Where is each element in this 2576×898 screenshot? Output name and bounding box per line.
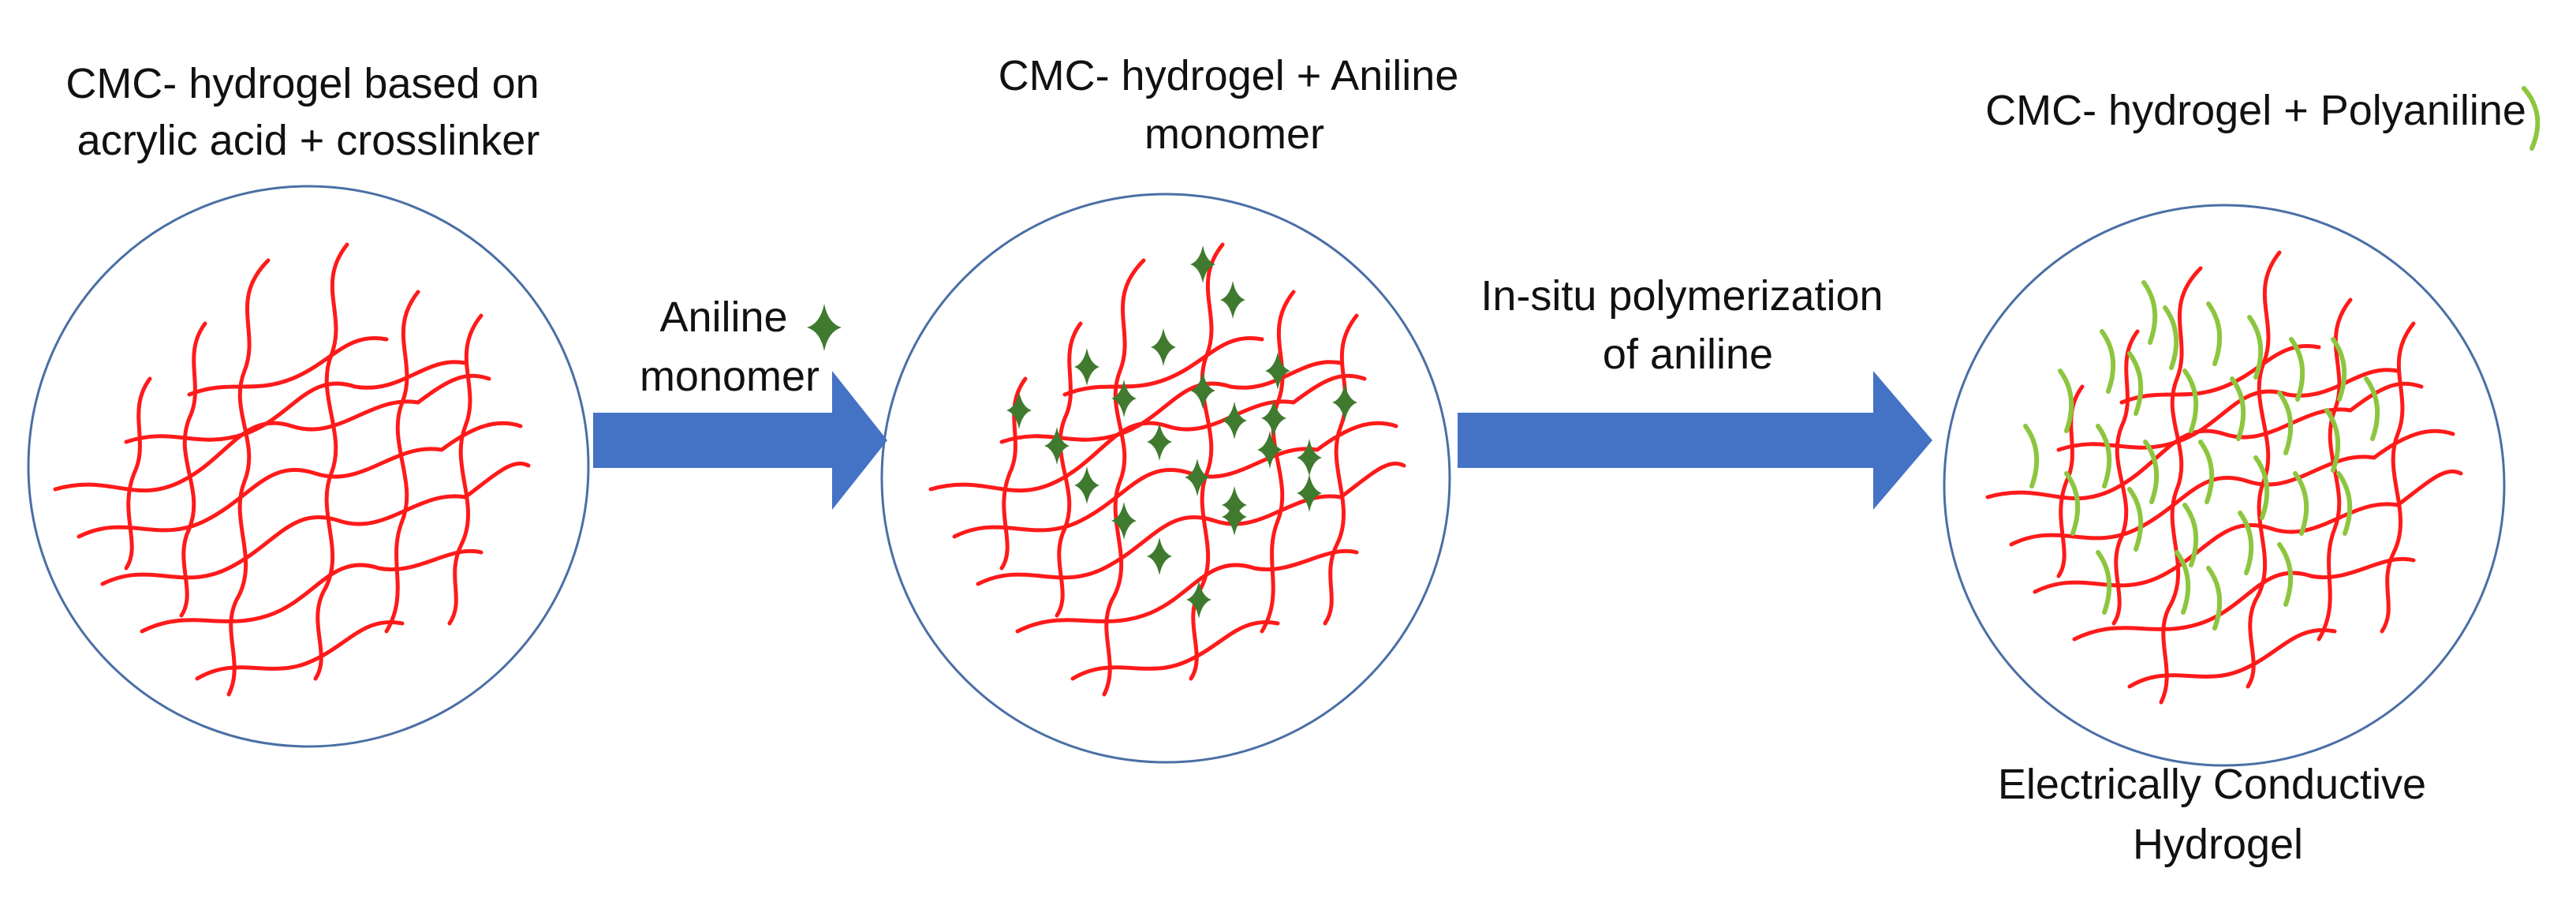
polyaniline-strand-icon <box>2064 471 2081 536</box>
aniline-monomer-icon <box>1297 474 1322 512</box>
stage-circle-hydrogel-polyaniline <box>1943 204 2506 767</box>
polyaniline-strand-group <box>2023 280 2380 630</box>
aniline-monomer-icon <box>1074 348 1099 386</box>
stage-circle-hydrogel <box>27 185 590 748</box>
polyaniline-strand-icon <box>2058 369 2074 433</box>
stage-1-label-line-2: acrylic acid + crosslinker <box>77 117 540 164</box>
caption-line-1: Electrically Conductive <box>1998 761 2426 808</box>
stage-3-label: CMC- hydrogel + Polyaniline <box>1985 87 2526 134</box>
aniline-monomer-icon <box>1257 431 1282 469</box>
polyaniline-strand-icon <box>2230 376 2246 441</box>
stage-circle-hydrogel-aniline <box>880 193 1451 764</box>
polyaniline-legend-icon <box>2522 86 2541 151</box>
aniline-monomer-icon <box>1147 537 1172 575</box>
polyaniline-strand-icon <box>2324 408 2341 473</box>
arrow-2-label-line-1: In-situ polymerization <box>1480 272 1883 320</box>
polyaniline-strand-icon <box>2364 376 2380 441</box>
polyaniline-strand-icon <box>2206 566 2223 630</box>
polyaniline-strand-icon <box>2175 550 2191 615</box>
arrow-2-label: In-situ polymerization of aniline <box>1480 272 1895 378</box>
polyaniline-strand-icon <box>2100 329 2116 394</box>
aniline-monomer-icon <box>1111 502 1137 540</box>
polyaniline-strand-icon <box>2289 337 2305 402</box>
aniline-monomer-icon <box>1151 328 1176 366</box>
polyaniline-strand-icon <box>2127 351 2144 416</box>
polyaniline-strand-icon <box>2127 487 2144 552</box>
caption-line-2: Hydrogel <box>2133 821 2303 868</box>
stage-2-label: CMC- hydrogel + Aniline monomer <box>999 52 1471 158</box>
aniline-monomer-icon <box>1190 372 1215 410</box>
polyaniline-strand-icon <box>2143 440 2160 504</box>
aniline-monomer-icon <box>1006 391 1032 429</box>
aniline-monomer-icon <box>1220 281 1245 319</box>
aniline-monomer-icon <box>1190 245 1215 283</box>
polyaniline-strand-icon <box>2331 337 2347 402</box>
stage-2-label-line-1: CMC- hydrogel + Aniline <box>999 52 1459 99</box>
aniline-monomer-icon <box>1222 402 1247 440</box>
aniline-monomer-icon <box>1261 399 1286 437</box>
polymer-network-stage-1 <box>55 245 528 694</box>
stage-2-label-line-2: monomer <box>1144 110 1324 158</box>
aniline-monomer-icon <box>1186 581 1211 619</box>
aniline-monomer-icon <box>1044 427 1070 465</box>
aniline-monomer-icon <box>1074 466 1099 504</box>
polymer-network-stage-2 <box>931 245 1404 694</box>
aniline-monomer-icon <box>1185 458 1210 496</box>
arrow-step-1 <box>593 371 887 510</box>
aniline-monomer-icon <box>1111 380 1137 417</box>
stage-1-label: CMC- hydrogel based on acrylic acid + cr… <box>65 60 551 164</box>
polyaniline-strand-icon <box>2163 305 2179 370</box>
polyaniline-strand-icon <box>2182 503 2199 567</box>
aniline-monomer-icon <box>1297 439 1322 477</box>
aniline-monomer-icon <box>1222 498 1247 536</box>
aniline-monomer-legend-icon <box>807 304 842 351</box>
polyaniline-strand-icon <box>2277 542 2294 607</box>
aniline-monomer-icon <box>1332 384 1357 421</box>
arrow-step-2 <box>1458 371 1932 510</box>
polyaniline-strand-icon <box>2336 471 2353 536</box>
polyaniline-strand-icon <box>2096 550 2112 615</box>
polyaniline-strand-icon <box>2096 424 2112 488</box>
arrow-2-label-line-2: of aniline <box>1603 331 1773 378</box>
arrow-1-label: Aniline monomer <box>640 294 819 400</box>
polyaniline-strand-icon <box>2141 280 2158 345</box>
polyaniline-strand-icon <box>2238 511 2254 575</box>
polyaniline-strand-icon <box>2293 471 2309 536</box>
polymer-network-stage-3 <box>1988 253 2461 702</box>
polyaniline-strand-icon <box>2198 440 2215 504</box>
polyaniline-strand-icon <box>2023 424 2040 488</box>
arrow-1-label-line-1: Aniline <box>659 294 787 341</box>
polyaniline-strand-icon <box>2206 301 2223 366</box>
stage-3-label-line-1: CMC- hydrogel + Polyaniline <box>1985 87 2526 134</box>
polyaniline-strand-icon <box>2277 391 2294 455</box>
polyaniline-strand-icon <box>2253 455 2270 520</box>
aniline-monomer-group <box>1006 245 1357 619</box>
polyaniline-strand-icon <box>2182 369 2199 433</box>
arrow-1-label-line-2: monomer <box>640 353 819 400</box>
stage-1-label-line-1: CMC- hydrogel based on <box>65 60 539 107</box>
aniline-monomer-icon <box>1265 352 1290 390</box>
aniline-monomer-icon <box>1147 423 1172 461</box>
polyaniline-strand-icon <box>2247 315 2264 380</box>
conductive-hydrogel-caption: Electrically Conductive Hydrogel <box>1998 761 2438 868</box>
